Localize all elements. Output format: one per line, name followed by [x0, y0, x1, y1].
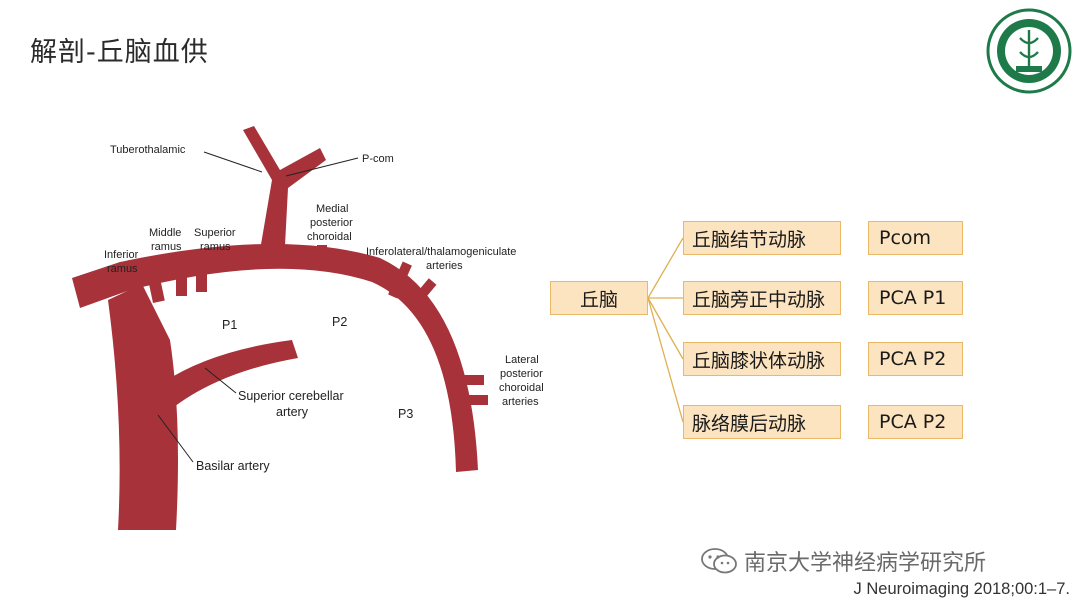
code-pcom-box: Pcom — [868, 221, 963, 255]
label-inferior-ramus-2: ramus — [107, 263, 138, 275]
superior-cerebellar-artery — [150, 340, 298, 410]
label-tuberothalamic: Tuberothalamic — [110, 144, 186, 156]
branch-tuberothalamic-box: 丘脑结节动脉 — [683, 221, 841, 255]
label-middle-ramus-2: ramus — [151, 241, 182, 253]
slide-title: 解剖-丘脑血供 — [30, 37, 209, 68]
label-lateral-posterior-4: arteries — [502, 396, 539, 408]
pca-arch — [72, 243, 478, 472]
middle-ramus-stub — [146, 271, 165, 303]
label-inferolateral-1: Inferolateral/thalamogeniculate — [366, 246, 516, 258]
label-superior-cerebellar-2: artery — [276, 405, 309, 419]
code-pca-p2-box: PCA P2 — [868, 342, 963, 376]
label-superior-cerebellar-1: Superior cerebellar — [238, 389, 344, 403]
label-medial-posterior-3: choroidal — [307, 231, 352, 243]
lateral-choroidal-stub-1 — [462, 375, 484, 385]
label-medial-posterior-1: Medial — [316, 203, 348, 215]
university-seal-logo — [986, 8, 1072, 94]
artery-shapes — [72, 126, 488, 530]
basilar-artery — [108, 284, 178, 530]
code-pca-p2-box-2: PCA P2 — [868, 405, 963, 439]
label-superior-ramus-1: Superior — [194, 227, 236, 239]
wechat-watermark: 南京大学神经病学研究所 — [700, 545, 986, 577]
watermark-text: 南京大学神经病学研究所 — [744, 551, 987, 576]
citation-text: J Neuroimaging 2018;00:1–7. — [853, 580, 1070, 598]
branch-thalamogeniculate-box: 丘脑膝状体动脉 — [683, 342, 841, 376]
thalamus-root-box: 丘脑 — [550, 281, 648, 315]
label-pcom: P-com — [362, 153, 394, 165]
label-middle-ramus-1: Middle — [149, 227, 181, 239]
superior-ramus-stub-2 — [196, 262, 207, 292]
label-lateral-posterior-2: posterior — [500, 368, 543, 380]
wechat-icon — [701, 548, 737, 574]
pcom-trunk — [243, 126, 326, 265]
thalamogeniculate-stub-1 — [388, 261, 412, 299]
label-basilar: Basilar artery — [196, 459, 270, 473]
code-pca-p1-box: PCA P1 — [868, 281, 963, 315]
lateral-choroidal-stub-2 — [466, 395, 488, 405]
thalamogeniculate-stub-2 — [409, 278, 437, 308]
branch-posterior-choroidal-box: 脉络膜后动脉 — [683, 405, 841, 439]
superior-ramus-stub-1 — [176, 266, 187, 296]
branch-paramedian-box: 丘脑旁正中动脉 — [683, 281, 841, 315]
label-lateral-posterior-1: Lateral — [505, 354, 539, 366]
label-inferior-ramus-1: Inferior — [104, 249, 139, 261]
label-lateral-posterior-3: choroidal — [499, 382, 544, 394]
label-p2: P2 — [332, 315, 347, 329]
label-superior-ramus-2: ramus — [200, 241, 231, 253]
tree-connectors — [647, 237, 684, 423]
label-inferolateral-2: arteries — [426, 260, 463, 272]
leader-lines — [157, 151, 359, 463]
label-medial-posterior-2: posterior — [310, 217, 353, 229]
medial-choroidal-stub — [317, 245, 327, 269]
label-p1: P1 — [222, 318, 237, 332]
label-p3: P3 — [398, 407, 413, 421]
